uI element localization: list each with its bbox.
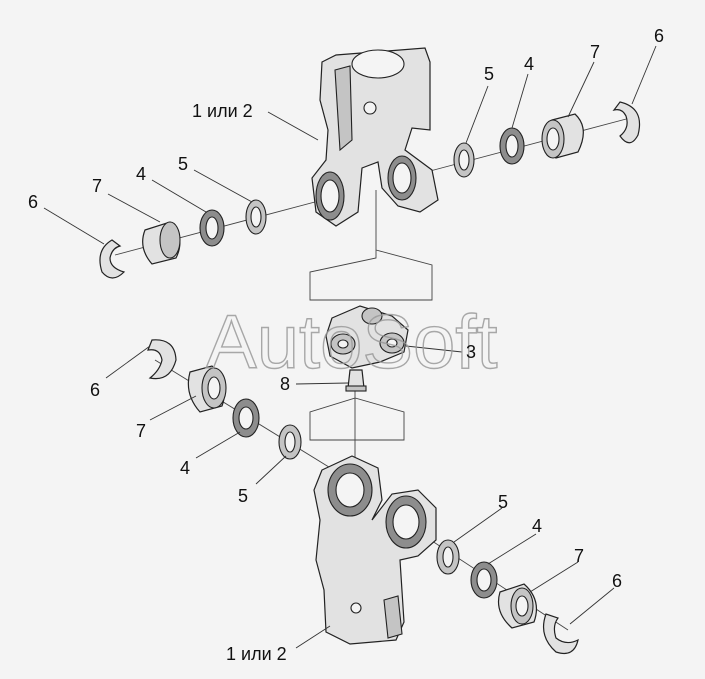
- label-4-lower-right: 4: [532, 516, 542, 536]
- label-4-upper-right: 4: [524, 54, 534, 74]
- leader-lines: [43, 45, 657, 649]
- upper-yoke: [311, 47, 439, 227]
- assembly-axis: [309, 190, 433, 470]
- label-fitting-8: 8: [280, 374, 290, 394]
- label-7-lower-right: 7: [574, 546, 584, 566]
- bearing-cup-7-lower-right: [497, 583, 537, 629]
- bearing-cup-7-lower-left: [187, 365, 227, 413]
- label-7-upper-left: 7: [92, 176, 102, 196]
- washer-5-upper-left: [245, 199, 267, 235]
- label-5-upper-right: 5: [484, 64, 494, 84]
- washer-5-lower-right: [436, 539, 460, 575]
- label-4-upper-left: 4: [136, 164, 146, 184]
- bearing-cup-7-upper-left: [142, 221, 181, 265]
- label-4-lower-left: 4: [180, 458, 190, 478]
- label-6-upper-left: 6: [28, 192, 38, 212]
- label-6-lower-left: 6: [90, 380, 100, 400]
- seal-4-lower-left: [232, 398, 260, 438]
- circlip-6-lower-right: [543, 613, 579, 655]
- label-5-upper-left: 5: [178, 154, 188, 174]
- bearing-cup-7-upper-right: [541, 113, 584, 159]
- circlip-6-lower-left: [147, 339, 177, 380]
- label-cross-3: 3: [466, 342, 476, 362]
- label-5-lower-right: 5: [498, 492, 508, 512]
- washer-5-upper-right: [453, 142, 475, 178]
- watermark-text: AutoSoft: [206, 300, 498, 385]
- grease-fitting-8: [345, 369, 367, 392]
- label-5-lower-left: 5: [238, 486, 248, 506]
- lower-yoke: [313, 455, 437, 645]
- seal-4-lower-right: [470, 561, 498, 599]
- label-7-lower-left: 7: [136, 421, 146, 441]
- label-7-upper-right: 7: [590, 42, 600, 62]
- circlip-6-upper-right: [612, 101, 641, 144]
- cross-3: [325, 305, 409, 369]
- seal-4-upper-right: [499, 127, 525, 165]
- washer-5-lower-left: [278, 424, 302, 460]
- label-yoke-top: 1 или 2: [192, 101, 253, 121]
- label-6-upper-right: 6: [654, 26, 664, 46]
- label-yoke-bottom: 1 или 2: [226, 644, 287, 664]
- label-6-lower-right: 6: [612, 571, 622, 591]
- circlip-6-upper-left: [99, 239, 126, 279]
- seal-4-upper-left: [199, 209, 225, 247]
